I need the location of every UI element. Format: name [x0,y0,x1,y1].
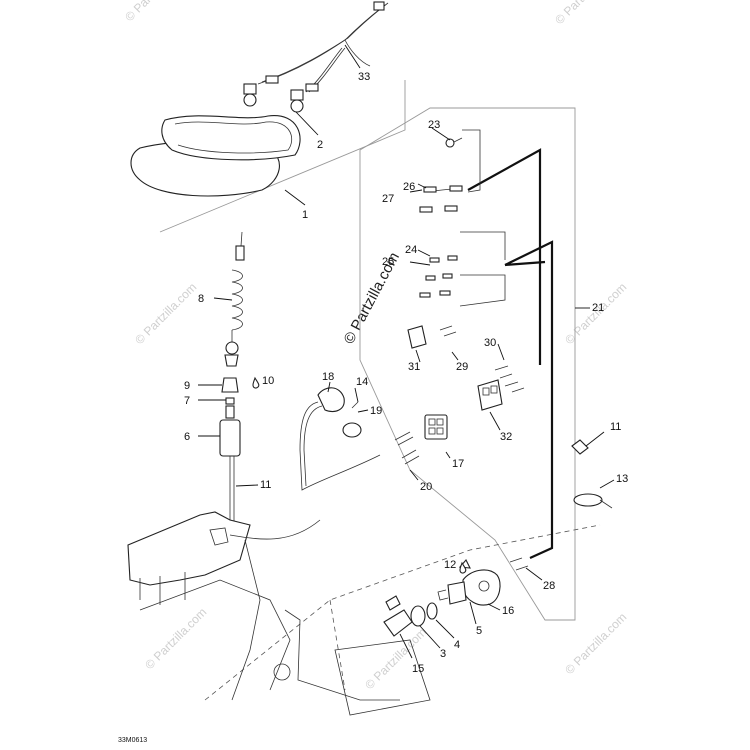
callout-10: 10 [262,375,274,387]
callouts: 1 2 33 8 9 10 7 6 11 18 14 19 17 20 23 2… [184,71,628,675]
chassis-frame [127,511,431,716]
callout-5: 5 [476,625,482,637]
callout-11-left: 11 [260,479,271,491]
callout-6: 6 [184,431,190,443]
connector-32 [477,379,503,411]
main-wire-run [459,129,554,560]
callout-21: 21 [592,302,604,314]
callout-32: 32 [500,431,512,443]
callout-14: 14 [356,376,368,388]
ignition-group [383,559,501,637]
callout-33: 33 [358,71,370,83]
cable-tie-13 [573,493,613,509]
tether-switch [219,377,241,530]
callout-31: 31 [408,361,420,373]
tile-watermark: © Partzilla.com [122,0,189,24]
connector-17 [394,414,448,465]
callout-3: 3 [440,648,446,660]
callout-26: 26 [403,181,415,193]
callout-20: 20 [420,481,432,493]
frame-lines [159,80,601,701]
callout-4: 4 [454,639,460,651]
callout-9: 9 [184,380,190,392]
headlamp-assembly [130,115,301,197]
lubricant-marks [252,376,467,574]
callout-29: 29 [456,361,468,373]
callout-23: 23 [428,119,440,131]
callout-28: 28 [543,580,555,592]
callout-25: 25 [382,256,394,268]
tile-watermark: © Partzilla.com [142,605,209,672]
switch-group [299,387,381,491]
callout-8: 8 [198,293,204,305]
tile-watermark: © Partzilla.com [132,280,199,347]
headlamp-bulbs [243,83,304,113]
callout-13: 13 [616,473,628,485]
diagram-code: 33M0613 [118,737,147,744]
wiring-harness [257,1,389,93]
callout-30: 30 [484,337,496,349]
callout-18: 18 [322,371,334,383]
tether-cord [224,231,245,367]
callout-16: 16 [502,605,514,617]
terminal-set [407,137,529,571]
tile-watermark: © Partzilla.com [552,0,619,27]
callout-12: 12 [444,559,456,571]
callout-7: 7 [184,395,190,407]
callout-19: 19 [370,405,382,417]
callout-2: 2 [317,139,323,151]
leader-lines [198,44,615,659]
callout-17: 17 [452,458,464,470]
callout-24: 24 [405,244,417,256]
callout-27: 27 [382,193,394,205]
callout-15: 15 [412,663,424,675]
callout-11-right: 11 [610,421,621,433]
clip-11 [571,439,589,455]
callout-1: 1 [302,209,308,221]
